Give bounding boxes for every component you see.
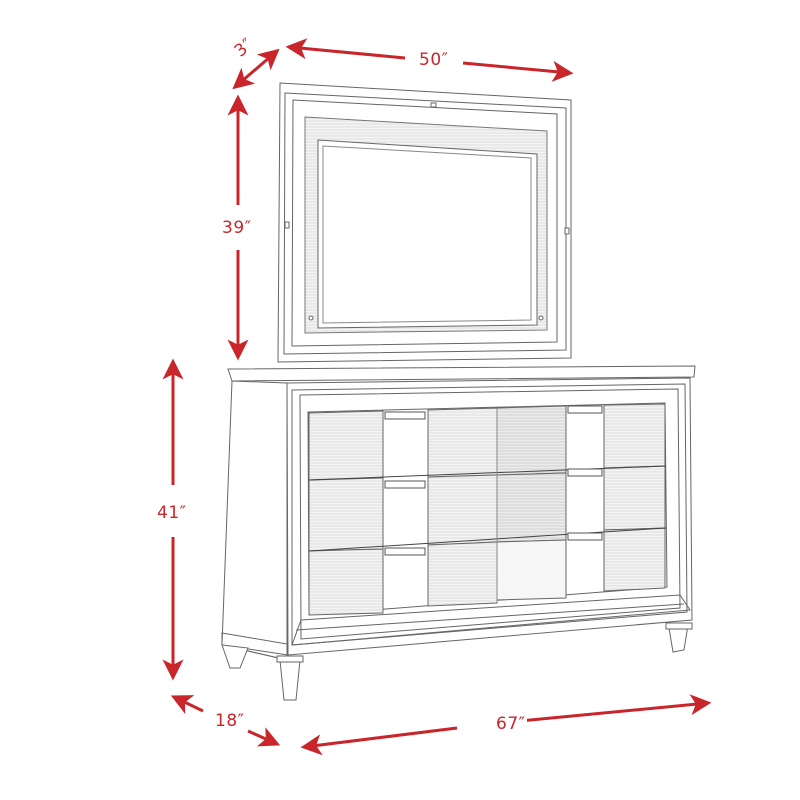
mirror	[277, 82, 572, 363]
dresser-depth-arrow-bottom	[247, 727, 281, 747]
legs	[221, 622, 693, 701]
mirror-height-label: 39″	[220, 218, 254, 238]
dresser-depth-label: 18″	[213, 711, 247, 731]
drawer-handles	[384, 405, 603, 556]
dresser-height-label: 41″	[155, 503, 189, 523]
dresser-width-label: 67″	[494, 714, 528, 734]
dresser	[221, 365, 696, 701]
dimension-arrows	[162, 38, 712, 756]
dresser-width-arrow-right	[519, 694, 712, 723]
mirror-width-arrow-left	[285, 38, 406, 60]
mirror-width-arrow-right	[462, 60, 574, 82]
drawer-fronts	[308, 403, 666, 616]
mirror-depth-arrow	[232, 48, 280, 90]
dresser-depth-arrow-top	[170, 695, 204, 715]
dresser-width-arrow-left	[300, 726, 458, 756]
mirror-width-label: 50″	[417, 50, 451, 70]
